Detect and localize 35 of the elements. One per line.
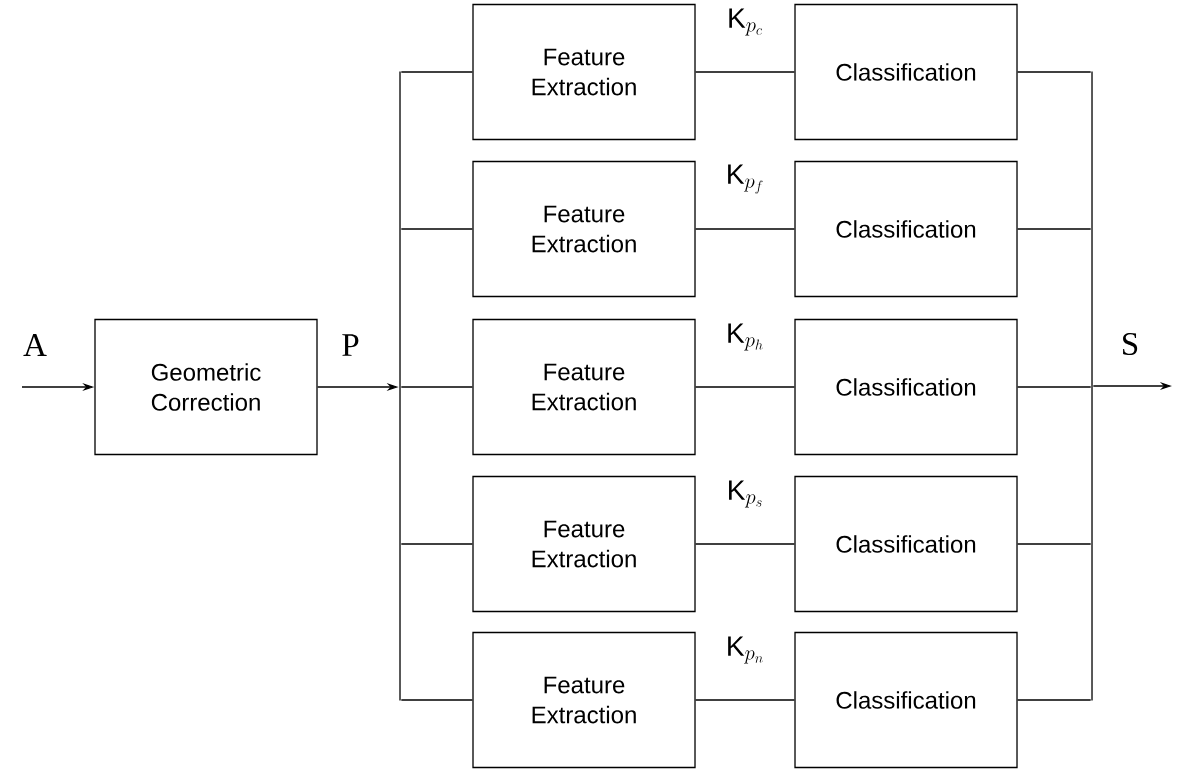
connector-line bbox=[695, 386, 795, 388]
process-box: Feature Extraction bbox=[472, 631, 696, 769]
connector-line bbox=[1017, 386, 1092, 388]
process-box: Feature Extraction bbox=[472, 475, 696, 613]
edge-label: A bbox=[23, 334, 47, 356]
edge-label: $\mathrm{K}_{p_f}$ bbox=[728, 164, 763, 194]
connector-line bbox=[1017, 543, 1092, 545]
edge-label: $\mathrm{K}_{p_n}$ bbox=[728, 636, 763, 664]
process-box: Classification bbox=[794, 160, 1018, 298]
connector-line bbox=[695, 543, 795, 545]
connector-line bbox=[400, 386, 473, 388]
process-box: Classification bbox=[794, 475, 1018, 613]
edge-label: S bbox=[1123, 332, 1138, 356]
connector-line bbox=[695, 71, 795, 73]
edge-label: $\mathrm{K}_{p_s}$ bbox=[729, 480, 762, 508]
process-box: Classification bbox=[794, 631, 1018, 769]
connector-line bbox=[400, 228, 473, 230]
connector-line bbox=[695, 228, 795, 230]
edge-label: $\mathrm{K}_{p_h}$ bbox=[728, 323, 763, 351]
process-box: Feature Extraction bbox=[472, 3, 696, 141]
connector-line bbox=[400, 71, 473, 73]
process-box: Classification bbox=[794, 3, 1018, 141]
process-box: Classification bbox=[794, 318, 1018, 456]
connector-line bbox=[1017, 71, 1092, 73]
process-box: Geometric Correction bbox=[94, 318, 318, 456]
connector-line bbox=[400, 699, 473, 701]
edge-label: P bbox=[342, 334, 359, 356]
process-box: Feature Extraction bbox=[472, 318, 696, 456]
bus-line bbox=[1091, 71, 1093, 701]
process-box: Feature Extraction bbox=[472, 160, 696, 298]
edge-label: $\mathrm{K}_{p_c}$ bbox=[729, 8, 762, 36]
connector-line bbox=[1017, 699, 1092, 701]
connector-line bbox=[695, 699, 795, 701]
connector-line bbox=[1017, 228, 1092, 230]
connector-line bbox=[400, 543, 473, 545]
